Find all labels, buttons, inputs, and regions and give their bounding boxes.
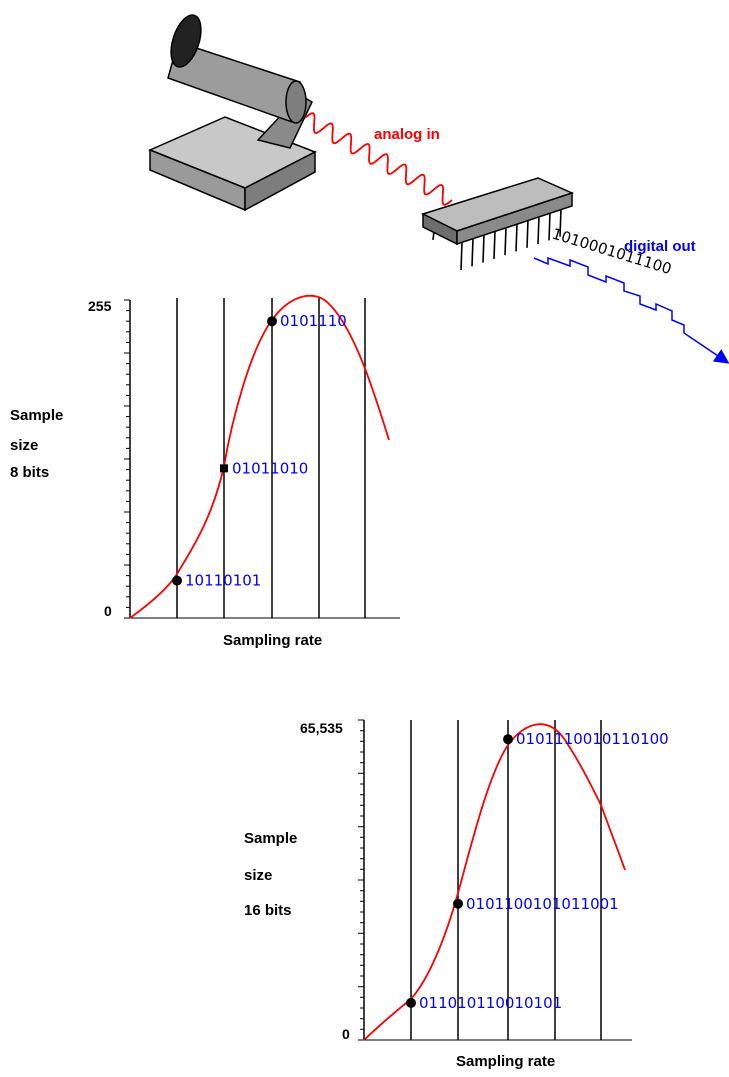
sample-point-1 [172,575,182,586]
analog-curve [129,294,390,619]
sample-point-3 [503,734,513,745]
y-max-label: 65,535 [300,720,343,736]
sample-code-2: 01011010 [232,459,308,477]
sample-point-2 [220,464,228,473]
sample-code-2: 0101100101011001 [466,895,619,913]
x-axis-label: Sampling rate [456,1053,555,1070]
analog-in-label: analog in [374,126,440,143]
sample-code-1: 10110101 [185,572,261,590]
y-axis-ticks [124,299,130,619]
sample-code-3: 0101110010110100 [516,730,669,748]
sample-point-2 [453,898,463,909]
sample-grid-lines [176,298,366,618]
sample-grid-lines [410,720,602,1040]
x-axis-label: Sampling rate [223,632,322,649]
y-axis-label-line2: size [244,867,272,884]
digital-out-label: digital out [624,238,696,255]
digital-signal-line [533,256,729,364]
y-axis-label-line1: Sample [244,830,297,847]
chart-16-bit: 65,535 0 Sample size 16 bits Sampling ra… [244,719,669,1070]
y-min-label: 0 [342,1026,350,1042]
y-min-label: 0 [104,603,112,619]
y-max-label: 255 [88,298,112,314]
y-axis-label-line1: Sample [10,407,63,424]
microphone-icon [148,14,317,212]
sample-point-1 [406,997,416,1008]
analog-curve [363,723,626,1041]
y-axis-ticks [358,719,364,1041]
y-axis-label-line3: 16 bits [244,902,292,919]
sample-code-3: 0101110 [280,312,347,330]
y-axis-label-line3: 8 bits [10,464,49,481]
sample-point-3 [267,316,277,327]
sample-code-1: 011010110010101 [419,994,562,1012]
chip-icon [421,177,575,271]
analog-signal-wave [304,112,453,206]
y-axis-label-line2: size [10,437,38,454]
chart-8-bit: 255 0 Sample size 8 bits Sampling rate 1… [10,294,400,649]
